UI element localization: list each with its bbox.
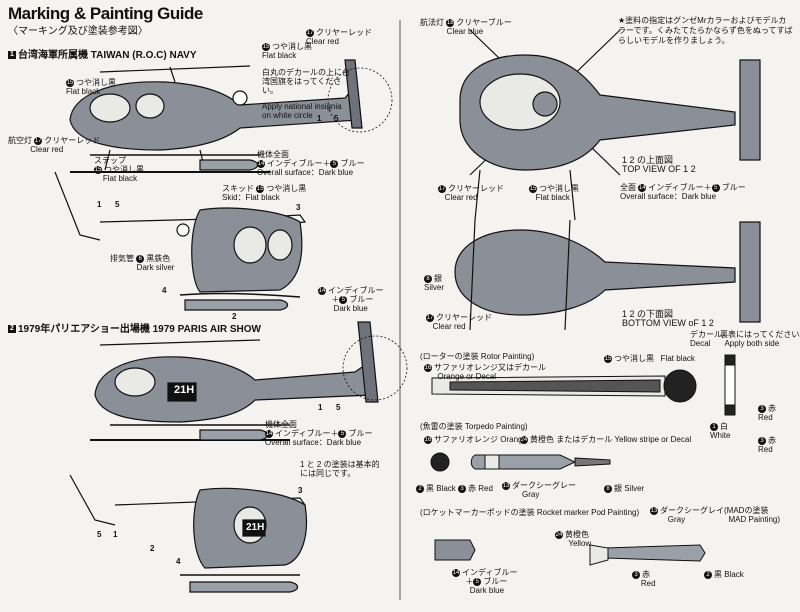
- rotor-heading: (ローターの塗装 Rotor Painting): [420, 352, 535, 361]
- heli2-side-lower: [69, 474, 308, 593]
- paint-note: ★塗料の指定はグンゼMrカラーおよびモデルカラーです。くみたてたらかならず色をぬ…: [618, 16, 793, 45]
- part-num-4b: 4: [176, 557, 181, 566]
- part-num-1a: 1: [317, 114, 322, 123]
- heli2-tail-rotor-disc: [342, 335, 408, 401]
- torpedo: [430, 452, 611, 472]
- section-2-number: 2: [8, 325, 16, 334]
- section-2-title: 1979年パリエアショー出場機 1979 PARIS AIR SHOW: [18, 324, 261, 335]
- part-num-3b: 3: [298, 486, 303, 495]
- part-num-2b: 2: [150, 544, 155, 553]
- paris-same-note: 1 と 2 の塗装は基本的には同じです。: [300, 460, 380, 478]
- mad-heading: (MADの塗装 MAD Painting): [724, 506, 781, 524]
- rocket-pod: [434, 539, 706, 566]
- heli2-side-upper: [90, 321, 379, 441]
- part-num-5c: 5: [336, 403, 341, 412]
- page-subtitle: 〈マーキング及び塗装参考図〉: [8, 26, 148, 37]
- navy-decal-note: 白丸のデカールの上に台湾国旗をはってください。: [262, 68, 350, 95]
- bottom-both-side: 裏表にはってください。 Apply both side: [720, 330, 800, 348]
- top-view: [459, 29, 761, 221]
- part-num-5d: 5: [97, 530, 102, 539]
- part-num-1c: 1: [318, 403, 323, 412]
- part-num-1d: 1: [113, 530, 118, 539]
- bottom-view: [454, 219, 761, 331]
- section-1-number: 1: [8, 51, 16, 60]
- part-num-5a: 5: [334, 114, 339, 123]
- section-1-title: 台湾海軍所属機 TAIWAN (R.O.C) NAVY: [18, 50, 197, 61]
- rocket-heading: (ロケットマーカーポッドの塗装 Rocket marker Pod Painti…: [420, 508, 640, 517]
- paris-code-upper: 21H: [174, 384, 195, 396]
- part-num-2a: 2: [232, 312, 237, 321]
- heli1-side-lower: [54, 171, 307, 311]
- page-title: Marking & Painting Guide: [8, 4, 203, 23]
- heli1-side-upper: [69, 59, 363, 173]
- navy-insignia-note: Apply national insignia on white circle: [262, 102, 342, 120]
- part-num-1b: 1: [97, 200, 102, 209]
- part-num-4a: 4: [162, 286, 167, 295]
- torpedo-heading: (魚雷の塗装 Torpedo Painting): [420, 422, 528, 431]
- heli1-tail-rotor-disc: [327, 67, 393, 133]
- part-num-3a: 3: [296, 203, 301, 212]
- rotor-blade: [431, 354, 736, 416]
- paris-code-lower: 21H: [246, 522, 265, 533]
- part-num-5b: 5: [115, 200, 120, 209]
